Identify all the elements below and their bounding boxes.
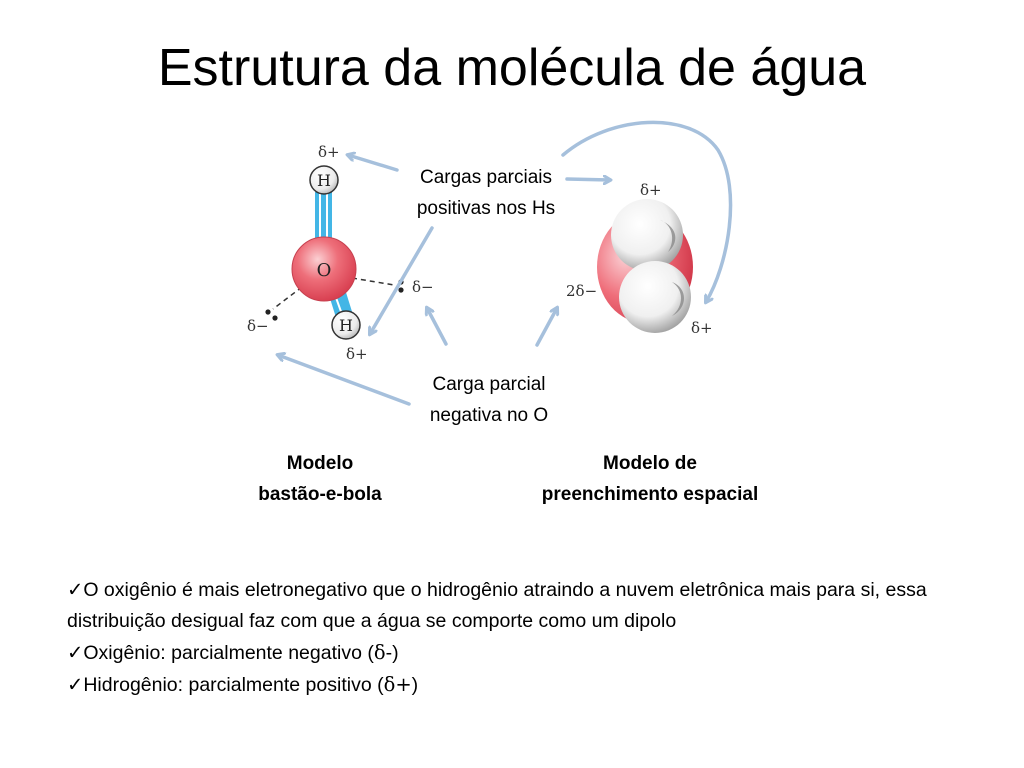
lone-pair-line-right [351, 277, 395, 286]
sf-hydrogen-bottom [619, 261, 691, 333]
bullet-hydrogen: ✓Hidrogênio: parcialmente positivo (δ+) [67, 673, 419, 696]
arrow-to-sf-top [565, 179, 610, 180]
bond-top [315, 192, 332, 248]
two-delta-minus-sf: 2δ− [566, 282, 597, 300]
water-molecule-diagram: O H H δ+ δ+ δ− δ− δ+ δ+ 2δ− [247, 120, 733, 406]
bullet-oxygen: ✓Oxigênio: parcialmente negativo (δ-) [67, 641, 399, 664]
bullet-list: ✓O oxigênio é mais eletronegativo que o … [67, 574, 937, 701]
oxygen-label: O [317, 260, 332, 281]
label-space-filling-model: Modelo de preenchimento espacial [541, 453, 759, 505]
arrow-to-lone-pair-right [427, 308, 448, 346]
delta-minus-right: δ− [412, 278, 434, 296]
check-icon: ✓ [67, 578, 84, 601]
label-negative-charge: Carga parcial negativa no O [429, 374, 549, 426]
check-icon: ✓ [67, 641, 84, 664]
slide-title: Estrutura da molécula de água [157, 39, 867, 97]
arrow-to-lone-pair-left [278, 355, 411, 406]
hydrogen-atom-bottom [331, 310, 361, 340]
annotation-arrows [278, 120, 733, 406]
delta-plus-sf-bottom: δ+ [691, 319, 713, 337]
delta-plus-top-h: δ+ [318, 143, 340, 161]
delta-plus-sf-top: δ+ [640, 181, 662, 199]
arrow-curved-to-sf-bottom [561, 120, 733, 302]
sf-hydrogen-top [611, 199, 683, 271]
ball-and-stick-model: O H H δ+ δ+ δ− δ− [247, 143, 434, 363]
hydrogen-label-bottom: H [339, 316, 353, 335]
label-ball-stick-model: Modelo bastão-e-bola [258, 453, 382, 505]
hydrogen-label-top: H [317, 171, 331, 190]
delta-plus-bottom-h: δ+ [346, 345, 368, 363]
lone-pair-line-left [272, 286, 303, 310]
arrow-to-bottom-h [370, 226, 434, 334]
space-filling-model: δ+ δ+ 2δ− [566, 181, 713, 337]
label-positive-charges: Cargas parciais positivas nos Hs [416, 167, 556, 219]
check-icon: ✓ [67, 673, 84, 696]
bullet-electronegativity: ✓O oxigênio é mais eletronegativo que o … [67, 578, 927, 632]
oxygen-atom [291, 236, 357, 302]
delta-minus-left: δ− [247, 317, 269, 335]
hydrogen-atom-top [309, 165, 339, 195]
arrow-to-top-h [348, 155, 399, 172]
arrow-to-sf-oxygen [535, 308, 557, 347]
